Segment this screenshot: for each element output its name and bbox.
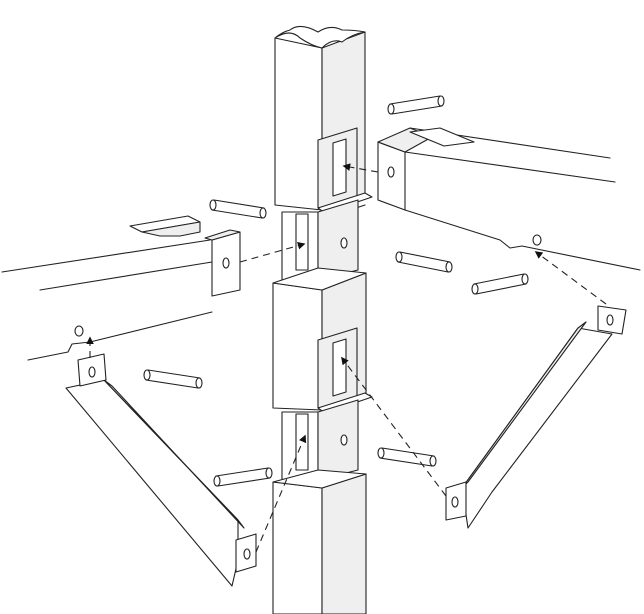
peg-3 [395, 251, 453, 273]
peg-1 [387, 95, 445, 115]
peg-4 [471, 273, 529, 295]
central-post [272, 25, 373, 614]
peg-hole-left-beam-notch [74, 325, 84, 337]
left-brace-body [65, 379, 239, 587]
peg-hole-right-beam [387, 166, 395, 178]
left-beam [1, 215, 241, 361]
arrow-left-brace-to-post [255, 434, 307, 553]
peg-2 [209, 199, 267, 219]
right-brace [445, 305, 627, 529]
post-bottom-block [272, 481, 323, 614]
assembly-arrows [86, 163, 607, 553]
post-top-broken-end [274, 25, 366, 49]
peg-hole-right-beam-notch [532, 234, 542, 246]
left-brace [65, 353, 257, 587]
wedge-right [409, 127, 475, 147]
arrow-right-brace-to-post [341, 356, 447, 497]
peg-7 [377, 447, 437, 467]
post-top-block [274, 37, 323, 211]
right-beam [377, 127, 641, 271]
peg-hole-post-2 [340, 434, 348, 446]
peg-6 [213, 467, 273, 487]
arrow-right-beam-to-post [342, 163, 379, 173]
peg-hole-post-1 [340, 237, 348, 249]
peg-5 [143, 369, 203, 389]
peg-hole-left-beam [222, 257, 230, 269]
pegs [143, 95, 529, 487]
right-brace-body [461, 327, 613, 529]
post-middle-block [272, 282, 323, 411]
arrow-right-brace-to-beam [534, 251, 607, 305]
